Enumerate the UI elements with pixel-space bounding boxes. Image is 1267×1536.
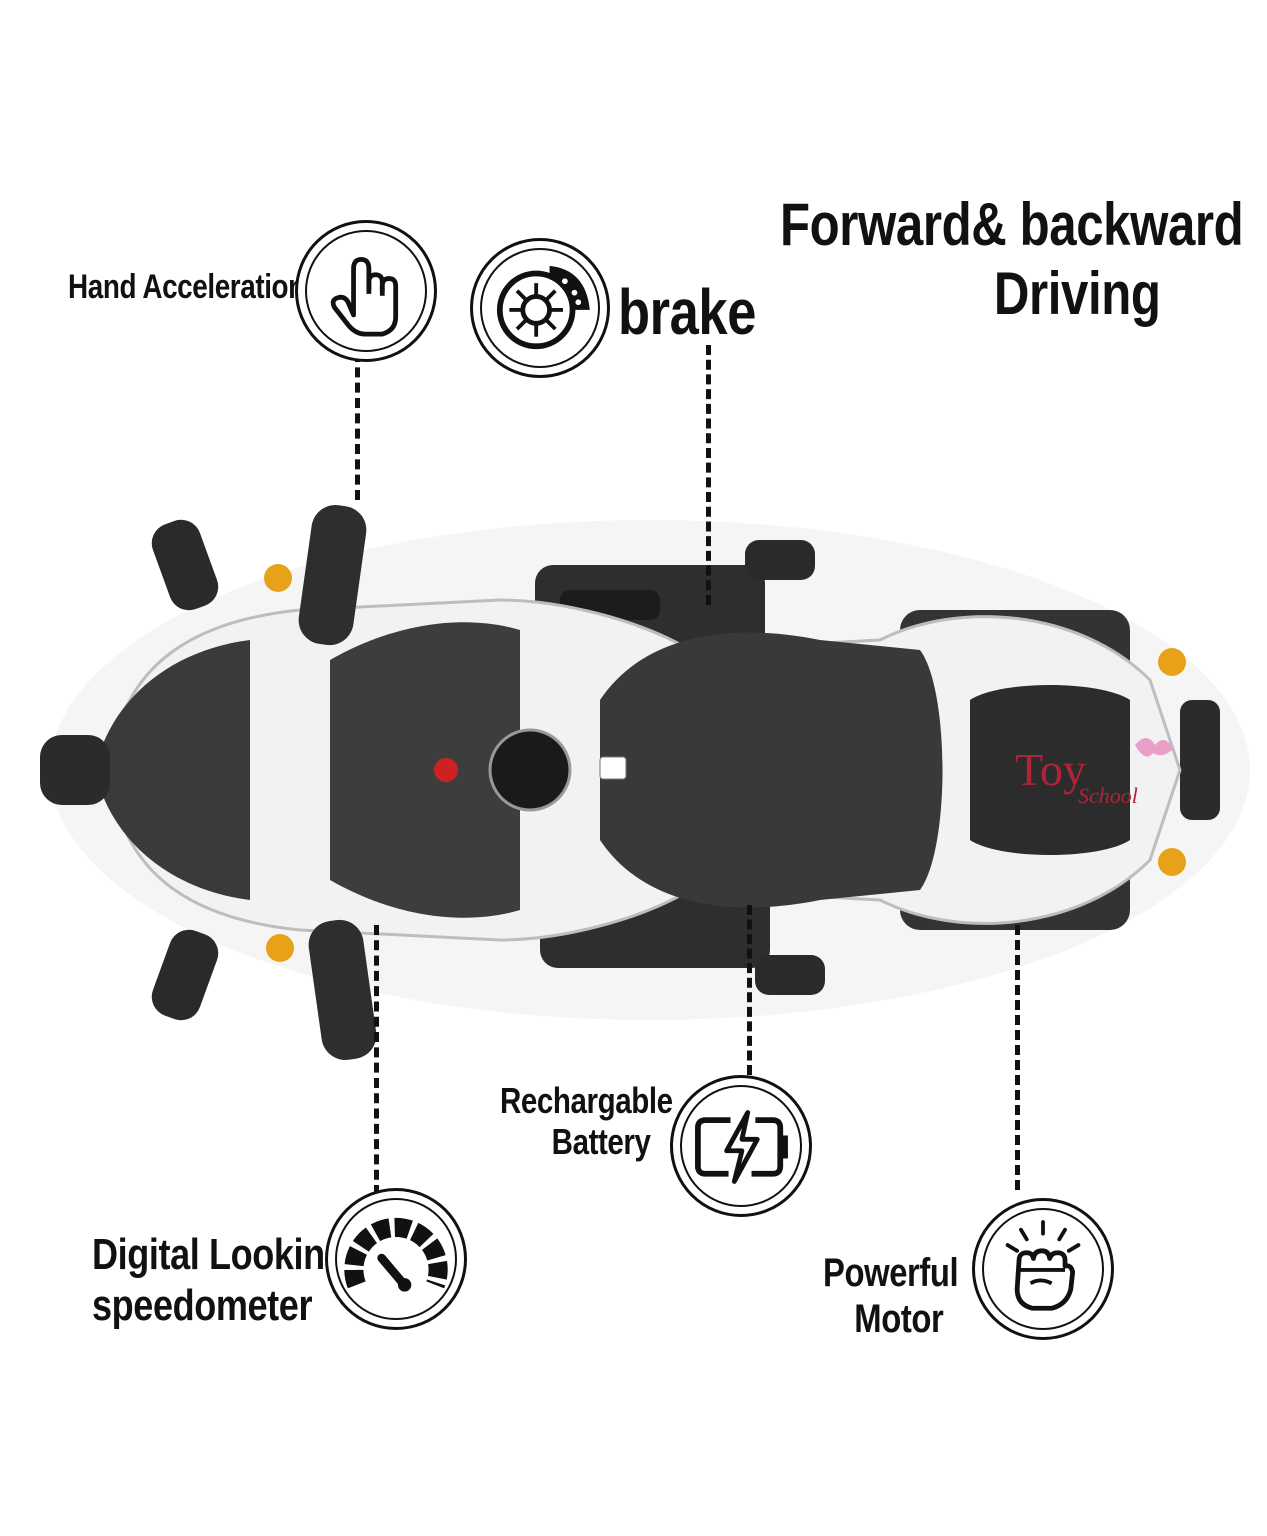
battery-leader [747,905,752,1075]
rechargable-battery-label: Rechargable Battery [500,1080,673,1163]
battery-charging-icon [695,1110,788,1184]
pointing-hand-icon [330,257,399,337]
forward-backward-driving-label: Forward& backward Driving [780,191,1244,327]
brake-leader [706,345,711,605]
speedometer-icon [344,1217,448,1292]
hand-acceleration-label: Hand Acceleration [68,268,305,306]
brake-label: brake [618,276,756,348]
brake-badge [470,238,610,378]
hand-acceleration-leader [355,352,360,500]
powerful-motor-label: Powerful Motor [823,1251,959,1341]
toy-school-logo: Toy School [1015,738,1173,808]
motor-leader [1015,925,1020,1190]
disc-brake-icon [496,265,590,350]
speedometer-leader [374,925,379,1195]
speedometer-label: Digital Looking speedometer [92,1230,347,1330]
speedometer-badge [325,1188,467,1330]
fist-icon [1005,1220,1081,1311]
battery-badge [670,1075,812,1217]
motor-badge [972,1198,1114,1340]
svg-text:Toy: Toy [1015,744,1086,795]
hand-acceleration-badge [295,220,437,362]
svg-text:School: School [1078,783,1138,808]
